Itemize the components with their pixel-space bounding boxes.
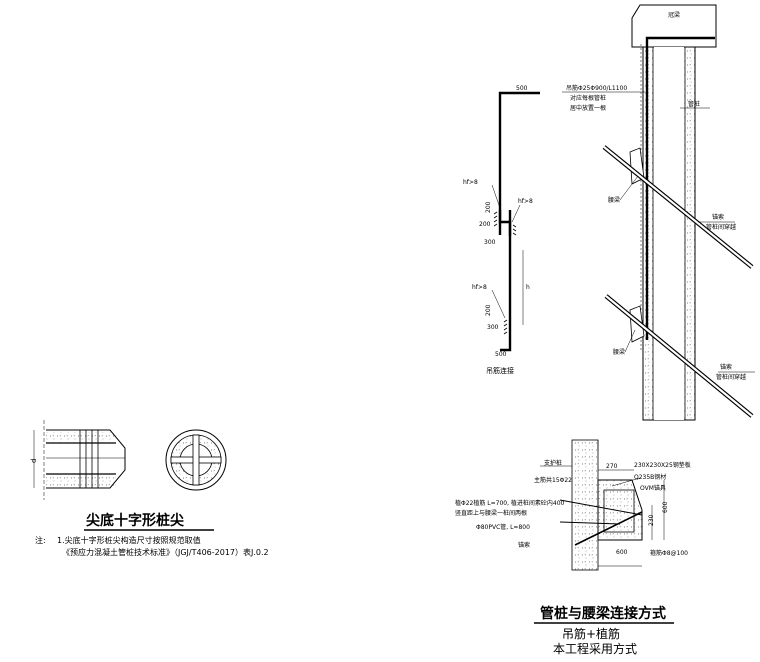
plate-label: 230X230X25钢垫板 (634, 461, 691, 469)
support-pile-label: 支护桩 (544, 459, 562, 467)
waist-beam-label-upper: 腰梁 (608, 196, 620, 204)
note-line2: 《预应力混凝土管桩技术标准》（JGJ/T406-2017）表J.0.2 (62, 547, 269, 557)
hanger-note1: 对应每根管桩 (570, 94, 606, 102)
sub-title-1: 吊筋+植筋 (562, 626, 620, 641)
anchor-head-label: OVM锚具 (640, 484, 666, 492)
main-bar-label: 主筋共15Φ22 (534, 476, 572, 484)
pile-tip-plan (165, 429, 227, 491)
hanger-spec: 吊筋Φ25Φ900/L1100 (566, 84, 627, 92)
pile-elevation: 冠梁 吊筋Φ25Φ900/L1100 对应每根管桩 居中放置一根 管桩 腰梁 锚… (562, 4, 755, 421)
dim-300-a: 300 (484, 239, 496, 246)
hanger-note2: 居中放置一根 (570, 104, 606, 112)
hanger-detail: 500 hf>8 hf>8 200 200 300 h hf>8 200 300… (463, 85, 540, 375)
note-line1: 1.尖底十字形桩尖构造尺寸按照规范取值 (57, 535, 201, 545)
dim-600-horiz: 600 (616, 549, 628, 556)
dim-d: d (30, 459, 38, 463)
pvc-label: Φ80PVC管, L=800 (476, 523, 530, 531)
pile-tip-side: d (30, 420, 126, 500)
dim-230: 230 (648, 514, 655, 526)
hanger-bar (645, 36, 715, 340)
hf-label-2: hf>8 (518, 198, 533, 205)
waist-beam-section (597, 479, 643, 541)
connection-detail: 支护桩 主筋共15Φ22 270 230X230X25钢垫板 Q235B钢材 O… (455, 439, 691, 571)
pile-tip-title: 尖底十字形桩尖 (86, 512, 184, 529)
hf-label-1: hf>8 (463, 179, 478, 186)
dim-600-vert: 600 (662, 501, 669, 513)
hanger-detail-caption: 吊筋连接 (486, 366, 514, 375)
sub-title-2: 本工程采用方式 (553, 641, 637, 656)
dim-h: h (526, 284, 530, 291)
dim-500-bottom: 500 (495, 351, 507, 358)
plant-bar-1: 植Φ22植筋 L=700, 植进桩间素砼内400 (455, 499, 565, 507)
anchor-note-lower: 管桩间穿越 (716, 373, 746, 381)
main-title: 管桩与腰梁连接方式 (540, 605, 666, 622)
pile-label: 管桩 (688, 100, 700, 108)
stirrup-label: 箍筋Φ8@100 (650, 549, 688, 557)
dim-500-top: 500 (516, 85, 528, 92)
dim-270: 270 (606, 463, 618, 470)
hf-label-3: hf>8 (472, 284, 487, 291)
note-prefix: 注: (35, 535, 46, 545)
dim-200-a: 200 (485, 201, 492, 213)
dim-200-c: 200 (485, 304, 492, 316)
steel-label: Q235B钢材 (634, 473, 666, 481)
plant-bar-2: 竖直距上与腰梁一桩间两根 (455, 509, 527, 517)
anchor-label: 锚索 (518, 541, 530, 549)
anchor-label-lower: 锚索 (720, 363, 732, 371)
anchor-note-upper: 管桩间穿越 (706, 223, 736, 231)
anchor-label-upper: 锚索 (712, 213, 724, 221)
crown-beam-label: 冠梁 (668, 11, 680, 19)
dim-300-b: 300 (487, 324, 499, 331)
dim-200-b: 200 (479, 221, 491, 228)
hanger-detail-bar (498, 91, 540, 352)
waist-beam-label-lower: 腰梁 (613, 348, 625, 356)
